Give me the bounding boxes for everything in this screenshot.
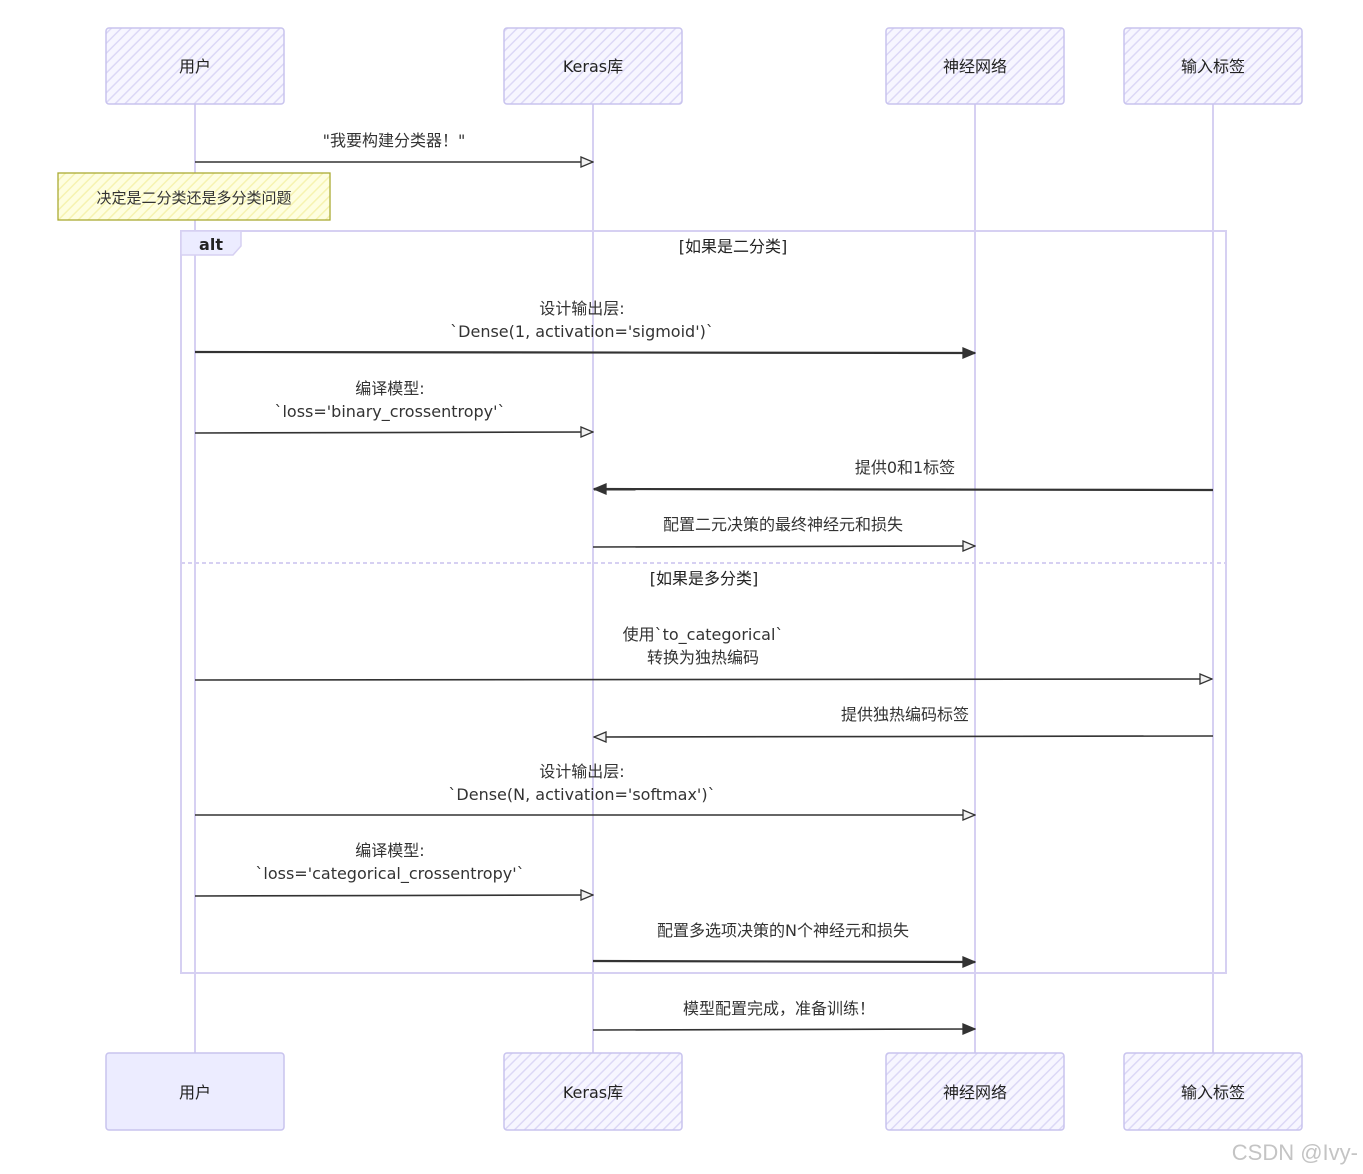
alt-frame [180, 230, 1227, 974]
message-configure-binary: 配置二元决策的最终神经元和损失 [592, 515, 975, 547]
message-label: 模型配置完成，准备训练！ [683, 999, 875, 1018]
participant-net-label: 神经网络 [943, 57, 1007, 76]
participant-keras-bottom[interactable]: Keras库 [503, 1052, 683, 1131]
message-label: `Dense(N, activation='softmax')` [448, 785, 715, 804]
message-arrow [592, 1029, 975, 1030]
message-arrow [592, 961, 975, 962]
message-label: 设计输出层: [539, 299, 624, 318]
participant-labels-bottom[interactable]: 输入标签 [1123, 1052, 1303, 1131]
message-design-output-softmax: 设计输出层: `Dense(N, activation='softmax')` [195, 762, 975, 815]
message-to-categorical: 使用`to_categorical` 转换为独热编码 [194, 625, 1212, 680]
participant-keras-label: Keras库 [563, 1083, 623, 1102]
participant-user-label: 用户 [179, 57, 211, 76]
note: 决定是二分类还是多分类问题 [57, 172, 331, 221]
participant-net-label: 神经网络 [943, 1083, 1007, 1102]
message-label: 设计输出层: [539, 762, 624, 781]
message-compile-binary: 编译模型: `loss='binary_crossentropy'` [194, 379, 593, 433]
participant-user-top[interactable]: 用户 [105, 27, 285, 105]
alt-label-box [180, 230, 242, 256]
participant-labels-label: 输入标签 [1181, 1083, 1245, 1102]
message-design-output-sigmoid: 设计输出层: `Dense(1, activation='sigmoid')` [194, 299, 975, 353]
message-label: 提供0和1标签 [855, 458, 955, 477]
message-label: 转换为独热编码 [647, 648, 759, 667]
alt-guard-multiclass: [如果是多分类] [650, 569, 759, 588]
message-arrow [592, 546, 975, 547]
message-label: 配置二元决策的最终神经元和损失 [663, 515, 903, 534]
participant-labels-label: 输入标签 [1181, 57, 1245, 76]
message-arrow [194, 432, 593, 433]
participant-user-label: 用户 [179, 1083, 211, 1102]
message-request-classifier: "我要构建分类器！" [195, 131, 593, 162]
message-compile-categorical: 编译模型: `loss='categorical_crossentropy'` [194, 841, 593, 896]
participant-labels-top[interactable]: 输入标签 [1123, 27, 1303, 105]
message-label: 提供独热编码标签 [841, 705, 969, 724]
participant-net-top[interactable]: 神经网络 [885, 27, 1065, 105]
message-label: 编译模型: [355, 841, 424, 860]
message-label: 配置多选项决策的N个神经元和损失 [657, 921, 909, 940]
message-label: `loss='binary_crossentropy'` [274, 402, 505, 422]
message-label: `loss='categorical_crossentropy'` [255, 864, 524, 884]
message-label: "我要构建分类器！" [323, 131, 466, 150]
message-arrow [194, 679, 1212, 680]
alt-fragment: alt [如果是二分类] [如果是多分类] [180, 230, 1227, 974]
message-arrow [594, 489, 1214, 490]
message-arrow [194, 352, 975, 353]
alt-guard-binary: [如果是二分类] [679, 237, 788, 256]
message-label: 编译模型: [355, 379, 424, 398]
message-arrow [194, 895, 593, 896]
message-provide-onehot-labels: 提供独热编码标签 [594, 705, 1214, 737]
participant-net-bottom[interactable]: 神经网络 [885, 1052, 1065, 1131]
message-label: 使用`to_categorical` [623, 625, 784, 645]
message-configuration-complete: 模型配置完成，准备训练！ [592, 999, 975, 1030]
note-text: 决定是二分类还是多分类问题 [96, 189, 291, 207]
participant-user-bottom[interactable]: 用户 [105, 1052, 285, 1131]
message-arrow [594, 736, 1214, 737]
alt-label: alt [199, 235, 223, 254]
message-provide-binary-labels: 提供0和1标签 [594, 458, 1214, 490]
participant-keras-top[interactable]: Keras库 [503, 27, 683, 105]
watermark: CSDN @Ivy- [1232, 1140, 1358, 1165]
participant-keras-label: Keras库 [563, 57, 623, 76]
message-label: `Dense(1, activation='sigmoid')` [450, 322, 714, 341]
note-box [57, 172, 331, 221]
message-configure-multiclass: 配置多选项决策的N个神经元和损失 [592, 921, 975, 962]
